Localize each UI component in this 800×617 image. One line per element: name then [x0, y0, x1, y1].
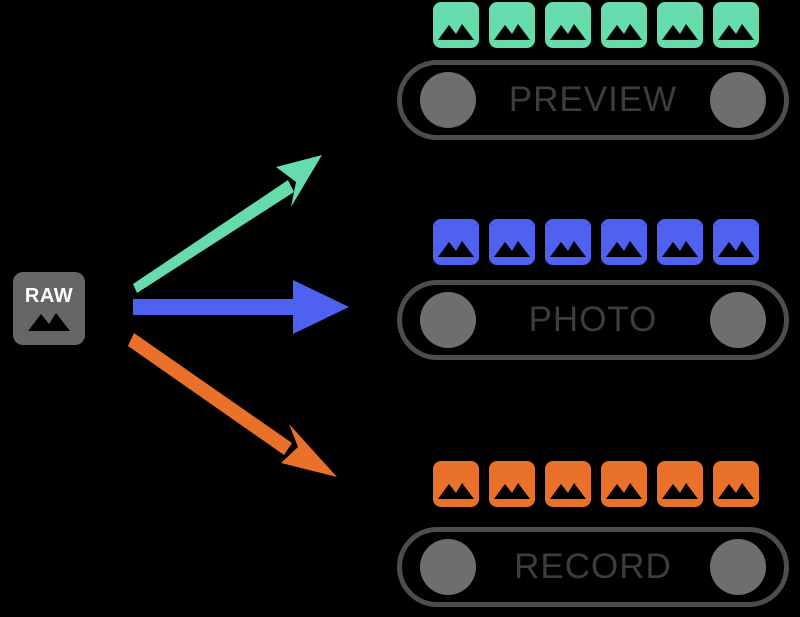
pipeline-pill-photo: PHOTO [397, 280, 789, 360]
frame-icon-preview-6 [713, 2, 759, 48]
frame-strip-preview [433, 2, 759, 48]
preview-arrow [133, 155, 322, 293]
pipeline-label-photo: PHOTO [528, 300, 658, 339]
roller-right-photo [710, 292, 766, 348]
pipeline-pill-record: RECORD [397, 527, 789, 607]
frame-icon-record-3 [545, 461, 591, 507]
frame-icon-photo-5 [657, 219, 703, 265]
photo-arrow [133, 280, 349, 334]
record-arrow [128, 333, 337, 477]
image-mountain-icon [28, 312, 70, 331]
roller-right-record [710, 539, 766, 595]
frame-icon-photo-3 [545, 219, 591, 265]
roller-left-photo [420, 292, 476, 348]
pipeline-pill-preview: PREVIEW [397, 60, 789, 140]
frame-icon-photo-6 [713, 219, 759, 265]
frame-icon-record-4 [601, 461, 647, 507]
roller-left-record [420, 539, 476, 595]
pipeline-label-preview: PREVIEW [508, 80, 678, 119]
raw-label: RAW [24, 284, 74, 307]
roller-left-preview [420, 72, 476, 128]
frame-icon-photo-2 [489, 219, 535, 265]
frame-strip-photo [433, 219, 759, 265]
frame-icon-preview-1 [433, 2, 479, 48]
frame-icon-preview-4 [601, 2, 647, 48]
frame-strip-record [433, 461, 759, 507]
frame-icon-photo-4 [601, 219, 647, 265]
frame-icon-photo-1 [433, 219, 479, 265]
frame-icon-preview-2 [489, 2, 535, 48]
frame-icon-record-2 [489, 461, 535, 507]
frame-icon-preview-3 [545, 2, 591, 48]
frame-icon-record-5 [657, 461, 703, 507]
pipeline-label-record: RECORD [514, 547, 672, 586]
frame-icon-record-1 [433, 461, 479, 507]
roller-right-preview [710, 72, 766, 128]
frame-icon-preview-5 [657, 2, 703, 48]
frame-icon-record-6 [713, 461, 759, 507]
raw-source-box: RAW [13, 272, 85, 345]
